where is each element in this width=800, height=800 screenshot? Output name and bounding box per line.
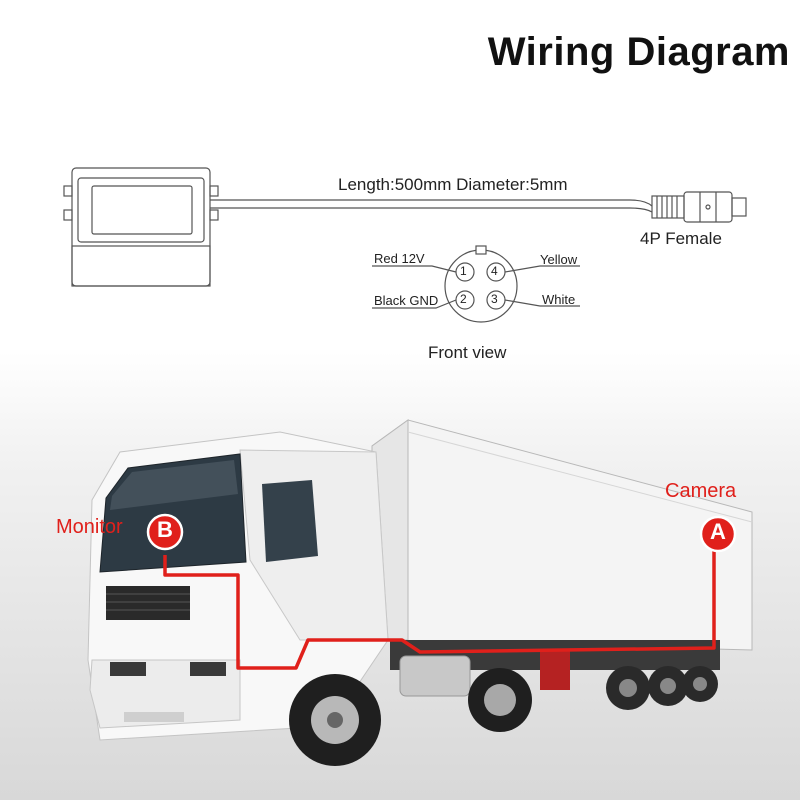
connector-label: 4P Female (640, 229, 722, 248)
front-view-label: Front view (428, 343, 507, 362)
cable (210, 199, 653, 213)
pin-4-label: Yellow (540, 252, 578, 267)
connector-4p-female (651, 191, 747, 223)
page-title: Wiring Diagram (487, 30, 790, 74)
pinout-diagram (372, 245, 580, 323)
pin-2-number: 2 (460, 292, 467, 306)
pin-3-number: 3 (491, 292, 498, 306)
monitor-marker (146, 513, 184, 551)
cable-spec-label: Length:500mm Diameter:5mm (338, 175, 568, 194)
camera-marker-letter: A (710, 519, 726, 544)
pin-3-label: White (542, 292, 576, 307)
monitor-label: Monitor (56, 516, 123, 538)
pin-2-label: Black GND (374, 293, 439, 308)
monitor-marker-letter: B (157, 517, 173, 542)
pin-1-number: 1 (460, 264, 467, 278)
wiring-route (163, 546, 716, 670)
truck-illustration (87, 419, 753, 766)
camera-illustration (63, 167, 219, 287)
camera-marker (699, 515, 737, 553)
pin-4-number: 4 (491, 264, 498, 278)
pin-1-label: Red 12V (374, 251, 425, 266)
camera-label: Camera (665, 480, 737, 502)
